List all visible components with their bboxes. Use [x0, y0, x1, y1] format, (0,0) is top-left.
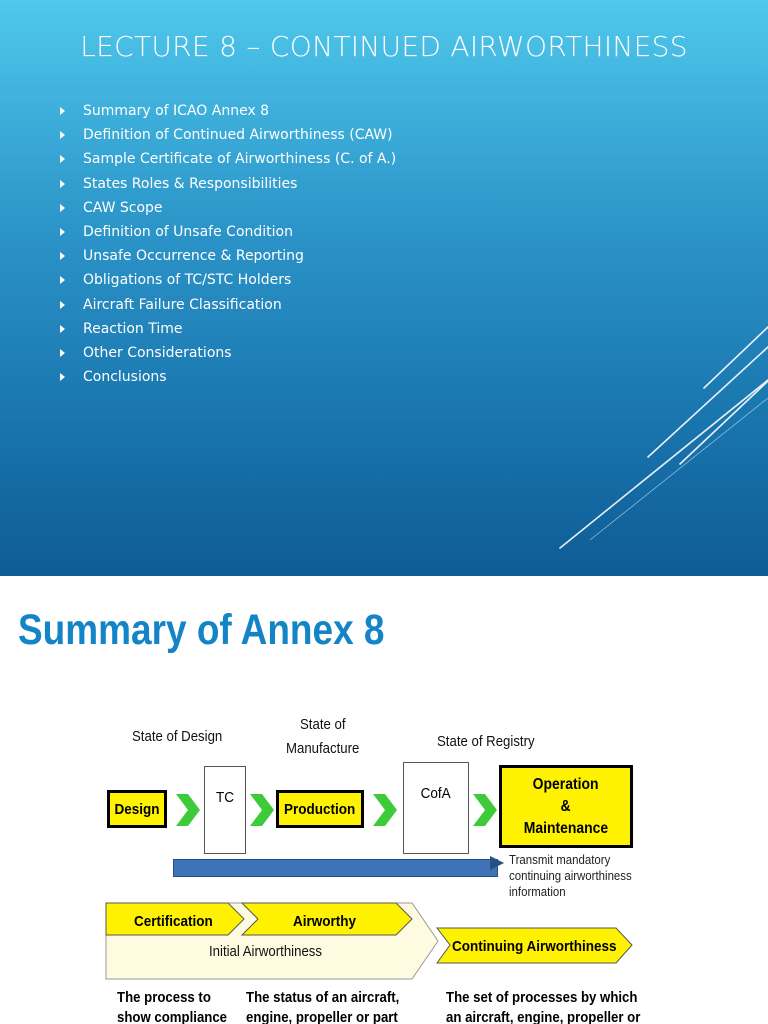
bullet-arrow-icon	[60, 373, 65, 382]
continuing-description: The set of processes by which an aircraf…	[446, 989, 641, 1024]
bullet-arrow-icon	[60, 155, 65, 164]
initial-airworthiness-label: Initial Airworthiness	[209, 943, 322, 960]
flow-arrow-icon	[373, 794, 397, 826]
feedback-bar	[173, 859, 498, 877]
continuing-airworthiness-band	[436, 927, 633, 964]
slide-title: LECTURE 8 – CONTINUED AIRWORTHINESS	[80, 30, 688, 63]
list-item: Aircraft Failure Classification	[60, 295, 396, 319]
bullet-arrow-icon	[60, 107, 65, 115]
flow-arrow-icon	[250, 794, 274, 826]
bullet-arrow-icon	[60, 179, 65, 188]
bullet-arrow-icon	[60, 348, 65, 357]
bullet-arrow-icon	[60, 203, 65, 212]
list-item: Conclusions	[60, 367, 396, 391]
decorative-lines	[0, 0, 768, 576]
annex8-slide: Summary of Annex 8 State of Design State…	[0, 576, 768, 1024]
title-slide: LECTURE 8 – CONTINUED AIRWORTHINESS Summ…	[0, 0, 768, 576]
state-of-design-label: State of Design	[132, 728, 223, 745]
bullet-arrow-icon	[60, 131, 65, 140]
list-item: Definition of Unsafe Condition	[60, 222, 396, 246]
design-box: Design	[107, 790, 167, 828]
transmit-note: Transmit mandatory continuing airworthin…	[509, 852, 632, 899]
bullet-arrow-icon	[60, 227, 65, 236]
list-item: Reaction Time	[60, 319, 396, 343]
state-of-manufacture-label-line1: State of	[300, 716, 346, 733]
slide-title: Summary of Annex 8	[18, 606, 385, 654]
tc-document: TC	[204, 766, 246, 854]
cofa-document: CofA	[403, 762, 469, 854]
list-item: States Roles & Responsibilities	[60, 174, 396, 198]
list-item: Summary of ICAO Annex 8	[60, 101, 396, 125]
list-item: CAW Scope	[60, 198, 396, 222]
agenda-list: Summary of ICAO Annex 8 Definition of Co…	[60, 101, 396, 391]
flow-arrow-icon	[473, 794, 497, 826]
bullet-arrow-icon	[60, 252, 65, 261]
list-item: Definition of Continued Airworthiness (C…	[60, 125, 396, 149]
certification-description: The process to show compliance	[117, 989, 228, 1024]
bullet-arrow-icon	[60, 324, 65, 333]
initial-airworthiness-band	[105, 902, 439, 980]
airworthy-label: Airworthy	[293, 913, 357, 930]
bullet-arrow-icon	[60, 276, 65, 285]
state-of-manufacture-label-line2: Manufacture	[286, 740, 360, 757]
operation-maintenance-box: Operation & Maintenance	[499, 765, 633, 848]
list-item: Other Considerations	[60, 343, 396, 367]
airworthy-description: The status of an aircraft, engine, prope…	[246, 989, 400, 1024]
feedback-arrow-icon	[490, 856, 504, 870]
list-item: Obligations of TC/STC Holders	[60, 270, 396, 294]
list-item: Sample Certificate of Airworthiness (C. …	[60, 149, 396, 173]
certification-label: Certification	[134, 913, 213, 930]
flow-arrow-icon	[176, 794, 200, 826]
continuing-airworthiness-label: Continuing Airworthiness	[452, 938, 617, 955]
production-box: Production	[276, 790, 364, 828]
bullet-arrow-icon	[60, 300, 65, 309]
state-of-registry-label: State of Registry	[437, 733, 535, 750]
list-item: Unsafe Occurrence & Reporting	[60, 246, 396, 270]
